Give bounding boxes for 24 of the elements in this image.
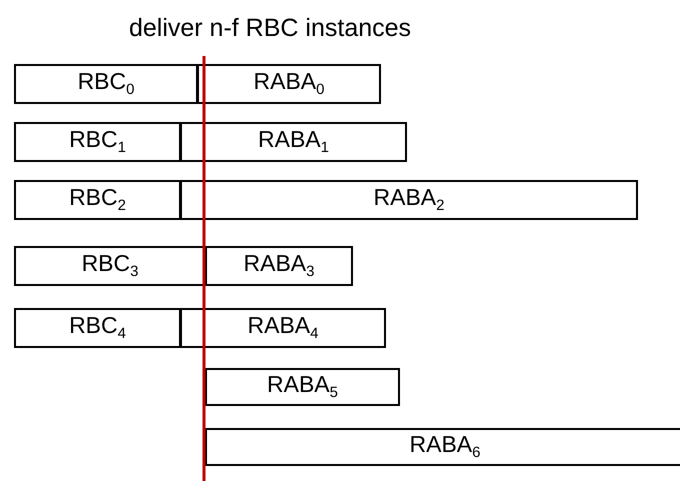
box-label: RBC$_{2}$ (69, 186, 126, 214)
box-label: RABA$_{5}$ (267, 372, 338, 402)
box-label: RBC$_{1}$ (69, 128, 126, 156)
box-label: RBC$_{3}$ (82, 252, 138, 280)
process-box (197, 64, 381, 104)
box-label: RBC$_{0}$ (78, 70, 134, 98)
process-box (205, 368, 400, 406)
title: deliver n-f RBC instances (128, 14, 412, 43)
process-box (180, 180, 638, 220)
process-box (14, 64, 198, 104)
process-box (14, 180, 181, 220)
box-label: RABA$_{2}$ (374, 186, 444, 214)
process-box (14, 122, 181, 162)
box-label: RABA$_{1}$ (258, 128, 329, 156)
process-box (180, 308, 386, 348)
process-box (205, 246, 353, 286)
process-box (14, 308, 181, 348)
box-label: RABA$_{3}$ (244, 252, 314, 280)
process-box (205, 428, 680, 466)
box-label: RABA$_{0}$ (254, 70, 324, 98)
box-label: RABA$_{4}$ (248, 314, 318, 342)
box-label: RBC$_{4}$ (69, 314, 126, 342)
box-label: RABA$_{6}$ (410, 432, 480, 462)
process-box (180, 122, 407, 162)
